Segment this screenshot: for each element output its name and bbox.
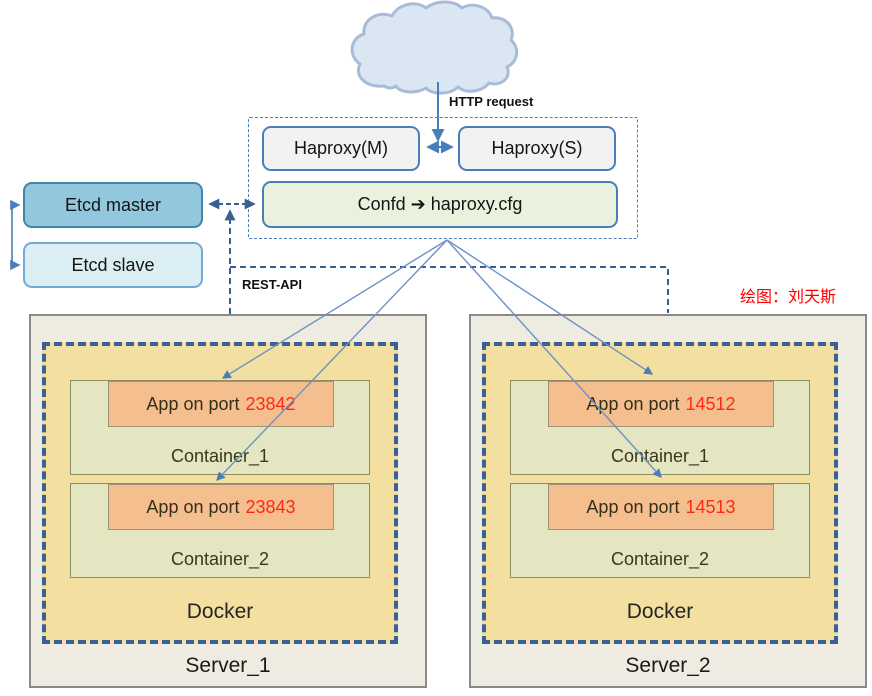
app-port: 23843	[245, 496, 296, 517]
app-port: 23842	[245, 393, 296, 414]
server2-box: App on port 14512 Container_1 App on por…	[469, 314, 867, 688]
confd-label: Confd ➔ haproxy.cfg	[357, 194, 523, 214]
app-label: App on port	[146, 393, 240, 414]
container-label: Container_2	[610, 549, 710, 569]
haproxy-slave-box: Haproxy(S)	[458, 126, 616, 171]
server1-container1-box: App on port 23842 Container_1	[70, 380, 370, 475]
app-port: 14513	[685, 496, 736, 517]
server2-label: Server_2	[625, 654, 711, 677]
haproxy-master-label: Haproxy(M)	[293, 138, 388, 158]
http-request-label: HTTP request	[449, 94, 534, 109]
app-label: App on port	[586, 496, 680, 517]
confd-box: Confd ➔ haproxy.cfg	[262, 181, 618, 228]
docker-label: Docker	[186, 600, 254, 623]
server2-container2-box: App on port 14513 Container_2	[510, 483, 810, 578]
server1-container1-app-box: App on port 23842	[108, 381, 334, 427]
docker-label: Docker	[626, 600, 694, 623]
server2-docker-box: App on port 14512 Container_1 App on por…	[482, 342, 838, 644]
server2-container2-app-box: App on port 14513	[548, 484, 774, 530]
server1-container2-box: App on port 23843 Container_2	[70, 483, 370, 578]
credit-text: 绘图：刘天斯	[740, 289, 837, 306]
haproxy-master-box: Haproxy(M)	[262, 126, 420, 171]
proxy-group-box	[248, 117, 638, 239]
server2-container1-app-box: App on port 14512	[548, 381, 774, 427]
server1-label: Server_1	[185, 654, 271, 677]
container-label: Container_2	[170, 549, 270, 569]
server1-docker-box: App on port 23842 Container_1 App on por…	[42, 342, 398, 644]
app-label: App on port	[586, 393, 680, 414]
app-label: App on port	[146, 496, 240, 517]
etcd-master-box: Etcd master	[23, 182, 203, 228]
container-label: Container_1	[610, 446, 710, 466]
server1-box: App on port 23842 Container_1 App on por…	[29, 314, 427, 688]
cloud-icon	[350, 0, 519, 95]
server1-container2-app-box: App on port 23843	[108, 484, 334, 530]
container-label: Container_1	[170, 446, 270, 466]
app-port: 14512	[685, 393, 736, 414]
rest-api-label: REST-API	[242, 277, 302, 292]
server2-container1-box: App on port 14512 Container_1	[510, 380, 810, 475]
etcd-slave-label: Etcd slave	[71, 254, 155, 275]
haproxy-slave-label: Haproxy(S)	[491, 138, 583, 158]
etcd-slave-box: Etcd slave	[23, 242, 203, 288]
etcd-master-label: Etcd master	[64, 194, 162, 215]
